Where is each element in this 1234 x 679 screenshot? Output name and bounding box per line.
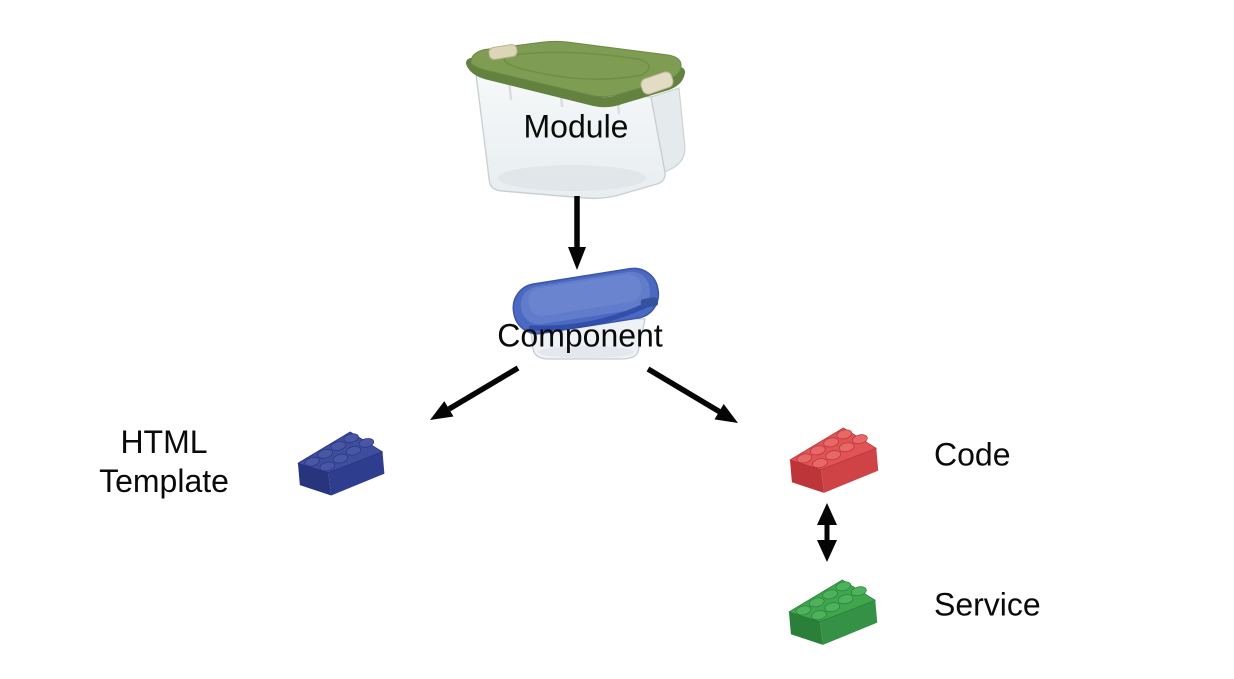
container-lid-edge <box>528 303 647 331</box>
brick-front-face <box>821 448 879 493</box>
brick-studs <box>796 429 868 469</box>
arrow-component-to-code <box>646 366 738 423</box>
component-label: Component <box>497 317 663 354</box>
code-brick-icon <box>789 427 879 493</box>
html-template-label-line2: Template <box>99 463 229 499</box>
container-shadow <box>538 346 634 358</box>
food-container-blue-lid-icon <box>512 267 660 360</box>
html-template-label-line1: HTML <box>120 424 208 460</box>
bin-lid-rim <box>466 58 685 108</box>
brick-studs <box>304 433 375 472</box>
bin-latch-right <box>640 71 674 95</box>
arrow-component-to-html-template <box>430 365 520 420</box>
arrow-module-to-component <box>568 196 586 270</box>
brick-studs <box>795 581 867 621</box>
container-lid-tab <box>640 297 659 308</box>
bin-lid-detail <box>503 51 650 80</box>
edges <box>430 196 837 562</box>
brick-front-face <box>820 600 878 645</box>
bin-latch-left <box>488 44 518 60</box>
bin-side <box>650 87 686 173</box>
brick-front-face <box>328 451 385 496</box>
module-label: Module <box>523 108 629 145</box>
container-lid-sheen <box>528 274 642 316</box>
bin-shadow <box>498 165 646 191</box>
code-label: Code <box>934 436 1011 473</box>
html-template-brick-icon <box>297 431 385 496</box>
bin-lid <box>470 40 682 98</box>
double-arrow-code-service <box>817 503 837 562</box>
storage-bin-green-lid-icon <box>466 40 686 200</box>
service-brick-icon <box>788 579 878 645</box>
html-template-label: HTML Template <box>99 423 229 501</box>
service-label: Service <box>934 586 1041 623</box>
